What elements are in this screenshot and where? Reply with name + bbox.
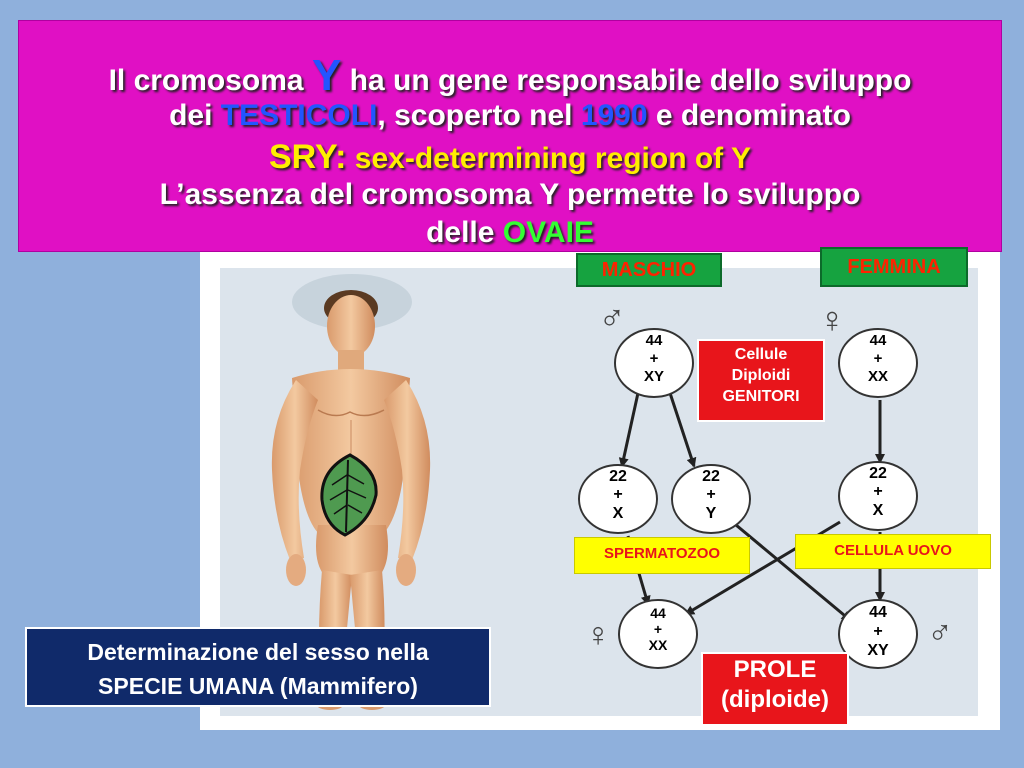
female-symbol-icon: ♀	[819, 299, 846, 340]
maschio-label: MASCHIO	[576, 253, 722, 287]
svg-text:44: 44	[870, 332, 887, 349]
svg-text:Y: Y	[706, 505, 717, 522]
title-ovaie: OVAIE	[502, 216, 594, 249]
leaf-icon	[320, 453, 378, 537]
svg-text:22: 22	[702, 468, 720, 485]
svg-text:+: +	[874, 350, 883, 367]
svg-text:X: X	[873, 502, 884, 519]
title-line-1: Il cromosoma Y ha un gene responsabile d…	[19, 51, 1001, 101]
svg-text:XY: XY	[867, 642, 889, 659]
cell-mother: 44 + XX	[838, 328, 918, 398]
title-line-3: SRY: sex-determining region of Y	[19, 138, 1001, 177]
cellule-label-line: Diploidi	[731, 367, 791, 384]
svg-text:+: +	[650, 350, 659, 367]
title-box: Il cromosoma Y ha un gene responsabile d…	[18, 20, 1002, 252]
svg-text:+: +	[873, 623, 882, 640]
cell-sperm-x: 22 + X	[578, 464, 658, 534]
male-symbol-icon: ♂	[927, 614, 953, 652]
cell-sperm-y: 22 + Y	[671, 464, 751, 534]
svg-text:+: +	[873, 483, 882, 500]
arrow-sperm-y-to-male	[729, 518, 852, 622]
svg-text:XX: XX	[868, 368, 888, 385]
svg-text:XX: XX	[649, 637, 668, 653]
man-figure	[271, 274, 431, 710]
svg-text:22: 22	[609, 468, 627, 485]
cellula-uovo-label: CELLULA UOVO	[795, 534, 991, 569]
title-year: 1990	[580, 99, 648, 132]
cell-child-male: 44 + XY	[838, 599, 918, 669]
title-text: delle	[426, 216, 503, 249]
title-text: e denominato	[647, 99, 851, 132]
cell-egg: 22 + X	[838, 461, 918, 531]
title-text: Il cromosoma	[108, 64, 312, 97]
svg-text:+: +	[706, 486, 715, 503]
svg-text:+: +	[613, 486, 622, 503]
female-symbol-icon: ♀	[585, 616, 611, 654]
caption-line-2: SPECIE UMANA (Mammifero)	[98, 673, 418, 699]
svg-text:+: +	[654, 621, 662, 637]
male-symbol-icon: ♂	[599, 297, 626, 338]
title-line-5: delle OVAIE	[19, 216, 1001, 250]
prole-label-line: (diploide)	[721, 686, 829, 713]
title-y-chromosome: Y	[311, 51, 342, 100]
title-text: dei	[169, 99, 221, 132]
arrow-father-to-sperm-x	[618, 392, 640, 468]
prole-label: PROLE (diploide)	[701, 652, 849, 726]
title-sry: SRY:	[269, 138, 347, 176]
title-testicoli: TESTICOLI	[220, 99, 378, 132]
cellule-label-line: Cellule	[734, 346, 788, 363]
spermatozoo-label: SPERMATOZOO	[574, 537, 750, 574]
svg-text:XY: XY	[644, 368, 664, 385]
cellule-label-line: GENITORI	[722, 388, 800, 405]
title-line-2: dei TESTICOLI, scoperto nel 1990 e denom…	[19, 99, 1001, 133]
cellule-diploidi-label: Cellule Diploidi GENITORI	[697, 339, 825, 422]
arrow-father-to-sperm-y	[668, 392, 697, 468]
svg-text:44: 44	[646, 332, 663, 349]
cell-child-female: 44 + XX	[618, 599, 698, 669]
femmina-label: FEMMINA	[820, 247, 968, 287]
caption-line-1: Determinazione del sesso nella	[87, 639, 429, 665]
svg-text:X: X	[613, 505, 624, 522]
caption-box: Determinazione del sesso nella SPECIE UM…	[25, 627, 491, 707]
svg-text:22: 22	[869, 465, 887, 482]
svg-text:44: 44	[869, 604, 887, 621]
title-line-4: L’assenza del cromosoma Y permette lo sv…	[159, 178, 861, 211]
title-sry-definition: sex-determining region of Y	[346, 142, 751, 175]
cell-father: 44 + XY	[614, 328, 694, 398]
svg-text:44: 44	[650, 605, 666, 621]
prole-label-line: PROLE	[733, 656, 817, 683]
title-text: , scoperto nel	[377, 99, 581, 132]
title-text: ha un gene responsabile dello sviluppo	[341, 64, 912, 97]
